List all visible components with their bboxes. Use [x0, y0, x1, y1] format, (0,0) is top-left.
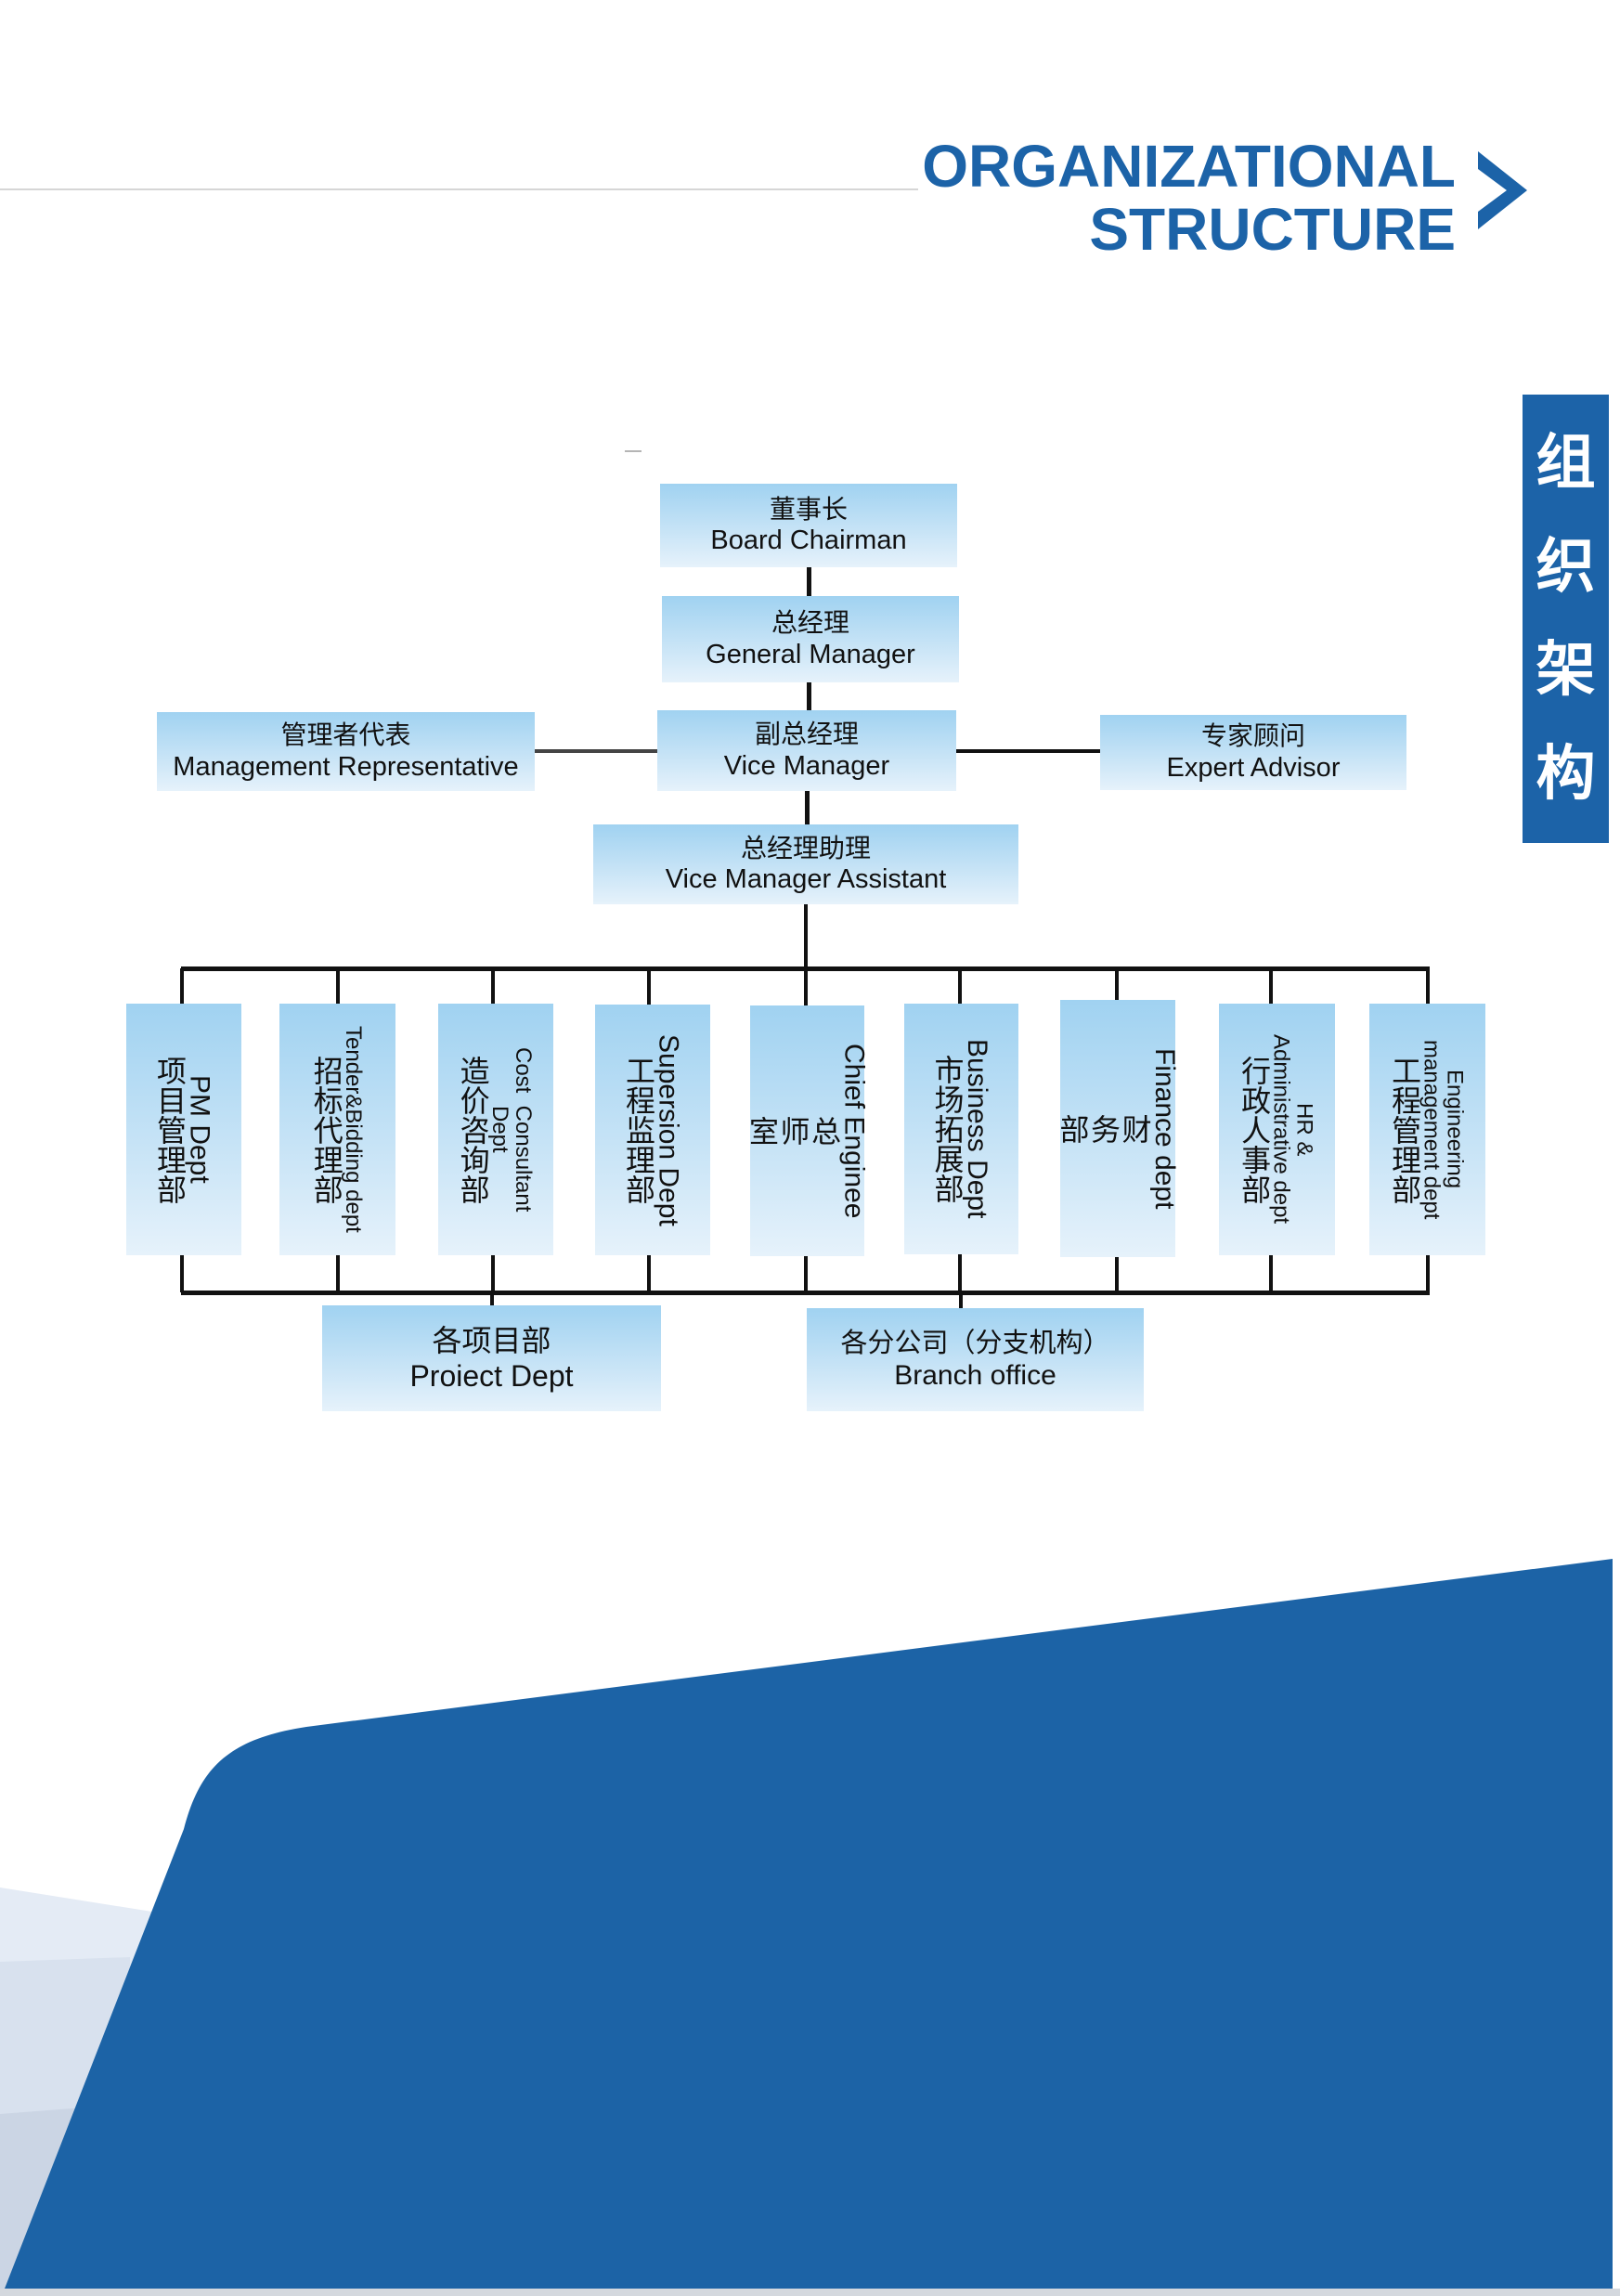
- connector-dept-to-bottom-bus: [336, 1253, 340, 1292]
- node-label-zh: 市场拓展部: [929, 1055, 966, 1203]
- node-label-zh: 各项目部: [432, 1322, 551, 1358]
- stray-dash-mark: [625, 450, 642, 452]
- node-label-en: PM Dept: [184, 1075, 215, 1184]
- connector-vm-vma: [805, 791, 810, 824]
- connector-gm-vm: [807, 682, 811, 710]
- node-label-en: Expert Advisor: [1166, 752, 1341, 783]
- connector-bus-branch-office: [959, 1293, 963, 1308]
- node-label-en: Tender&Bidding dept: [340, 1026, 366, 1233]
- node-label-zh: 副总经理: [754, 719, 859, 750]
- side-tab-char: 构: [1536, 740, 1596, 810]
- org-node-management-representative: 管理者代表 Management Representative: [157, 712, 535, 791]
- org-node-expert-advisor: 专家顾问 Expert Advisor: [1100, 715, 1406, 790]
- node-label-en: Board Chairman: [710, 525, 907, 556]
- node-label-zh: 董事长: [769, 493, 848, 525]
- org-node-branch-office: 各分公司（分支机构） Branch office: [807, 1308, 1144, 1411]
- node-label-zh: 各分公司（分支机构）: [840, 1327, 1110, 1359]
- node-label-en: Proiect Dept: [409, 1359, 574, 1393]
- page-title-line-2: STRUCTURE: [1085, 200, 1456, 259]
- org-node-project-dept: 各项目部 Proiect Dept: [322, 1305, 661, 1411]
- chevron-right-icon: [1478, 151, 1527, 229]
- node-label-en: Chief Enginee: [838, 1043, 870, 1219]
- node-label-zh: 项目管理部: [152, 1055, 188, 1204]
- connector-bus-to-dept: [1426, 968, 1430, 1005]
- connector-bus-to-dept: [647, 968, 651, 1005]
- connector-bus-project-dept: [490, 1293, 494, 1306]
- org-node-engineering-mgmt-dept: Engineering management dept 工程管理部: [1369, 1004, 1485, 1255]
- connector-dept-to-bottom-bus: [804, 1253, 808, 1292]
- node-label-en: Business Dept: [962, 1039, 993, 1219]
- connector-bus-to-dept: [958, 968, 962, 1005]
- node-label-en: Finance dept: [1149, 1047, 1181, 1210]
- connector-bus-to-dept: [336, 968, 340, 1005]
- connector-bus-to-dept: [1115, 968, 1119, 1005]
- node-label-zh: 工程管理部: [1387, 1055, 1423, 1204]
- org-node-general-manager: 总经理 General Manager: [662, 596, 959, 682]
- org-node-vice-manager-assistant: 总经理助理 Vice Manager Assistant: [593, 824, 1018, 904]
- node-label-en: Engineering management dept: [1419, 1039, 1468, 1220]
- org-node-board-chairman: 董事长 Board Chairman: [660, 484, 957, 567]
- bottom-strip: [0, 2289, 1620, 2296]
- connector-bus-to-dept: [804, 968, 808, 1005]
- connector-dept-to-bottom-bus: [1426, 1253, 1430, 1292]
- org-node-pm-dept: PM Dept 项目管理部: [126, 1004, 241, 1255]
- node-label-zh: 管理者代表: [280, 720, 411, 751]
- org-node-finance-dept: Finance dept 财 务 部: [1055, 1000, 1180, 1257]
- connector-dept-to-bottom-bus: [958, 1253, 962, 1292]
- org-node-vice-manager: 副总经理 Vice Manager: [657, 710, 956, 791]
- connector-dept-to-bottom-bus: [1115, 1253, 1119, 1292]
- connector-bus-to-dept: [491, 968, 495, 1005]
- page-title-line-1: ORGANIZATIONAL: [918, 136, 1456, 196]
- connector-dept-to-bottom-bus: [647, 1253, 651, 1292]
- node-label-zh: 财 务 部: [1055, 1113, 1153, 1144]
- node-label-en: Management Representative: [173, 751, 519, 782]
- node-label-zh: 总经理: [771, 607, 849, 639]
- header-divider: [0, 188, 1456, 190]
- side-tab-char: 架: [1536, 636, 1596, 706]
- side-tab-org-structure: 组 织 架 构: [1523, 395, 1609, 843]
- connector-vma-bus: [804, 904, 808, 970]
- connector-dept-to-bottom-bus: [180, 1253, 184, 1292]
- node-label-zh: 行政人事部: [1237, 1055, 1273, 1204]
- node-label-en: Cost Consultant Dept: [486, 1046, 536, 1213]
- node-label-zh: 工程监理部: [621, 1056, 657, 1204]
- connector-vm-mgmt-rep: [535, 749, 657, 753]
- node-label-zh: 专家顾问: [1200, 720, 1305, 752]
- node-label-zh: 造价咨询部: [455, 1055, 491, 1204]
- node-label-zh: 招标代理部: [308, 1055, 344, 1204]
- department-bottom-bus: [181, 1291, 1430, 1295]
- org-node-supersion-dept: Supersion Dept 工程监理部: [595, 1005, 710, 1255]
- connector-vm-expert: [956, 749, 1100, 753]
- connector-bus-to-dept: [180, 968, 184, 1005]
- org-node-business-dept: Business Dept 市场拓展部: [904, 1004, 1018, 1254]
- decorative-background-shape: [0, 1559, 1620, 2296]
- connector-chairman-gm: [807, 567, 811, 596]
- org-node-chief-engineer: Chief Enginee 总 师 室: [745, 1005, 870, 1256]
- side-tab-char: 组: [1536, 428, 1596, 498]
- connector-dept-to-bottom-bus: [491, 1253, 495, 1292]
- blue-panel: [5, 1559, 1613, 2289]
- node-label-en: Branch office: [894, 1359, 1056, 1391]
- node-label-en: Vice Manager: [723, 750, 890, 781]
- node-label-en: HR & Administrative dept: [1268, 1034, 1317, 1225]
- node-label-en: General Manager: [706, 639, 915, 669]
- org-node-tender-bidding-dept: Tender&Bidding dept 招标代理部: [279, 1004, 395, 1255]
- org-node-cost-consultant-dept: Cost Consultant Dept 造价咨询部: [438, 1004, 553, 1255]
- node-label-en: Vice Manager Assistant: [665, 864, 947, 895]
- connector-bus-to-dept: [1269, 968, 1273, 1005]
- node-label-zh: 总 师 室: [744, 1116, 843, 1146]
- node-label-en: Supersion Dept: [653, 1033, 684, 1226]
- side-tab-char: 织: [1536, 532, 1596, 602]
- node-label-zh: 总经理助理: [740, 832, 871, 863]
- connector-dept-to-bottom-bus: [1269, 1253, 1273, 1292]
- org-node-hr-admin-dept: HR & Administrative dept 行政人事部: [1219, 1004, 1335, 1255]
